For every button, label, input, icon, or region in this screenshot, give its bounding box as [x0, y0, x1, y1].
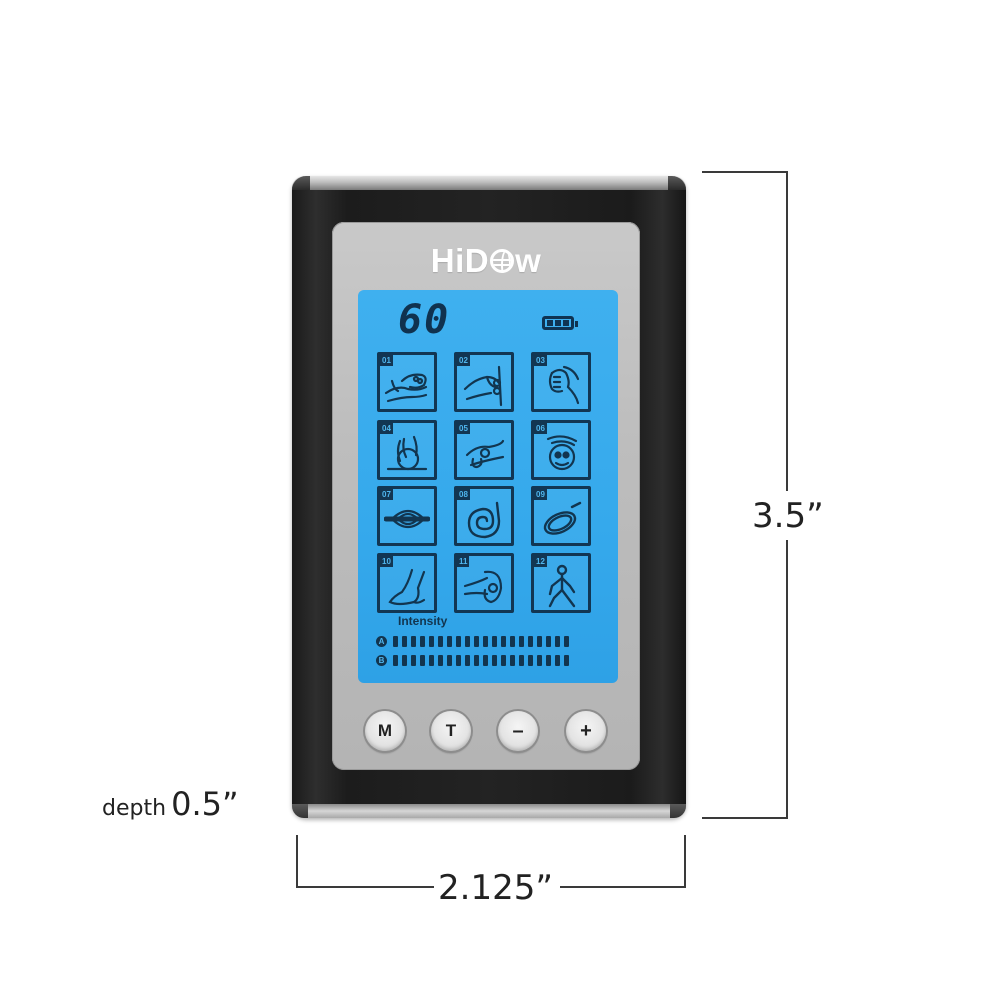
- spiral-icon: [467, 501, 501, 539]
- depth-value: 0.5”: [171, 785, 239, 823]
- width-label: 2.125”: [438, 868, 553, 908]
- program-tile-12[interactable]: 12: [531, 553, 591, 613]
- depth-caption: depth: [102, 796, 167, 821]
- foot-icon: [388, 568, 426, 606]
- intensity-label: Intensity: [398, 614, 448, 628]
- height-dimension-bottom-tick: [702, 817, 788, 819]
- mode-button[interactable]: M: [365, 711, 405, 751]
- channel-a-icon: A: [376, 635, 387, 647]
- brand-logo: HiD w: [332, 242, 640, 280]
- width-dimension-line-right: [560, 886, 686, 888]
- program-number: 09: [534, 489, 547, 500]
- walking-person-icon: [548, 564, 576, 608]
- height-dimension-top-tick: [702, 171, 788, 173]
- program-tile-09[interactable]: 09: [531, 486, 591, 546]
- coil-icon: [543, 501, 582, 535]
- battery-icon: [542, 316, 578, 330]
- program-tile-03[interactable]: 03: [531, 352, 591, 412]
- timer-display: 60: [398, 297, 451, 343]
- program-number: 06: [534, 423, 547, 434]
- kneading-icon: [386, 435, 428, 471]
- decrease-button[interactable]: –: [498, 711, 538, 751]
- program-number: 04: [380, 423, 393, 434]
- brand-text-suffix: w: [515, 242, 542, 279]
- program-tile-05[interactable]: 05: [454, 420, 514, 480]
- increase-button[interactable]: +: [566, 711, 606, 751]
- hand-rub-icon: [465, 439, 505, 469]
- device-top-edge: [292, 176, 686, 190]
- depth-label: depth 0.5”: [102, 784, 239, 830]
- width-dimension-right-tick: [684, 835, 686, 888]
- width-dimension-line-left: [296, 886, 434, 888]
- program-number: 05: [457, 423, 470, 434]
- program-number: 03: [534, 355, 547, 366]
- program-number: 12: [534, 556, 547, 567]
- channel-b-intensity: B: [376, 654, 616, 666]
- width-dimension-left-tick: [296, 835, 298, 888]
- front-panel: HiD w 60 01 02 03 04 05: [332, 222, 640, 770]
- program-tile-06[interactable]: 06: [531, 420, 591, 480]
- program-tile-08[interactable]: 08: [454, 486, 514, 546]
- globe-icon: [490, 249, 515, 273]
- channel-b-icon: B: [376, 654, 387, 666]
- program-number: 08: [457, 489, 470, 500]
- channel-a-intensity: A: [376, 635, 616, 647]
- tens-device: HiD w 60 01 02 03 04 05: [292, 176, 686, 818]
- arm-massage-icon: [384, 373, 428, 403]
- height-dimension-line-upper: [786, 171, 788, 491]
- program-tile-04[interactable]: 04: [377, 420, 437, 480]
- lcd-screen[interactable]: 60 01 02 03 04 05: [358, 290, 618, 683]
- program-tile-07[interactable]: 07: [377, 486, 437, 546]
- muscle-icon: [384, 509, 430, 529]
- timer-button[interactable]: T: [431, 711, 471, 751]
- device-bottom-edge: [292, 804, 686, 818]
- height-label: 3.5”: [752, 496, 824, 536]
- height-dimension-line-lower: [786, 540, 788, 819]
- hand-pinch-icon: [463, 365, 503, 407]
- program-tile-01[interactable]: 01: [377, 352, 437, 412]
- program-number: 07: [380, 489, 393, 500]
- program-number: 01: [380, 355, 393, 366]
- hand-grip-icon: [548, 365, 580, 405]
- program-tile-11[interactable]: 11: [454, 553, 514, 613]
- program-number: 11: [457, 556, 470, 567]
- face-massage-icon: [546, 435, 578, 471]
- program-tile-10[interactable]: 10: [377, 553, 437, 613]
- program-number: 02: [457, 355, 470, 366]
- program-number: 10: [380, 556, 393, 567]
- program-tile-02[interactable]: 02: [454, 352, 514, 412]
- brand-text-prefix: HiD: [430, 242, 490, 279]
- neck-icon: [463, 570, 503, 604]
